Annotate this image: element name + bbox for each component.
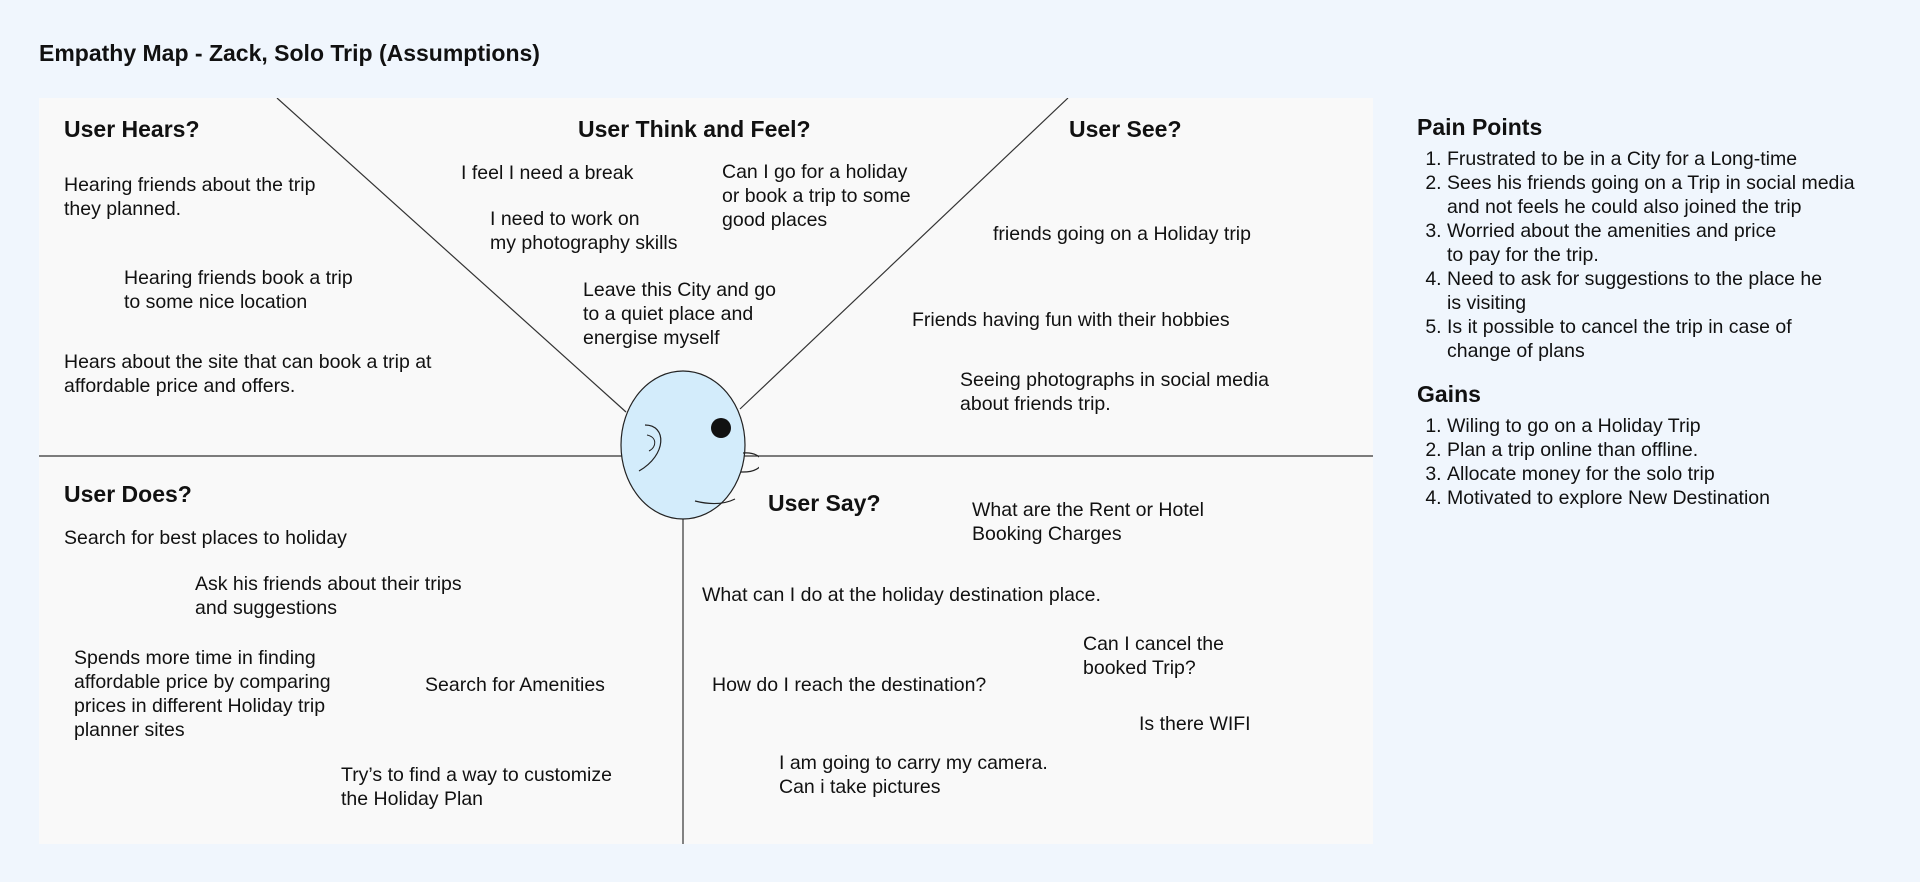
ear [638, 424, 662, 472]
ear-inner [646, 434, 656, 452]
note-see-3: Seeing photographs in social media about… [960, 369, 1269, 415]
note-say-6: I am going to carry my camera. Can i tak… [779, 752, 1048, 798]
nose [740, 452, 759, 473]
note-does-5: Try’s to find a way to customize the Hol… [341, 764, 612, 810]
note-think-4: Leave this City and go to a quiet place … [583, 279, 776, 349]
section-user-see: User See? [1069, 116, 1182, 142]
pain-points-list: Frustrated to be in a City for a Long-ti… [1417, 147, 1907, 363]
gains-list: Wiling to go on a Holiday Trip Plan a tr… [1417, 414, 1907, 510]
note-hears-2: Hearing friends book a trip to some nice… [124, 267, 353, 313]
divider-diagonal-left [276, 98, 627, 413]
note-say-4: How do I reach the destination? [712, 674, 987, 696]
note-say-1: What are the Rent or Hotel Booking Charg… [972, 499, 1204, 545]
eye [711, 418, 731, 438]
summary-panel: Pain Points Frustrated to be in a City f… [1417, 114, 1907, 528]
pain-points-heading: Pain Points [1417, 114, 1543, 140]
gain-item: Allocate money for the solo trip [1447, 462, 1907, 486]
mouth [694, 498, 736, 505]
section-user-does: User Does? [64, 481, 192, 507]
divider-diagonal-right [739, 98, 1069, 410]
pain-point-item: Is it possible to cancel the trip in cas… [1447, 315, 1907, 363]
pain-point-item: Sees his friends going on a Trip in soci… [1447, 171, 1907, 219]
head-outline [620, 370, 746, 520]
note-say-3: Can I cancel the booked Trip? [1083, 633, 1224, 679]
gain-item: Motivated to explore New Destination [1447, 486, 1907, 510]
gain-item: Plan a trip online than offline. [1447, 438, 1907, 462]
note-hears-1: Hearing friends about the trip they plan… [64, 174, 316, 220]
section-user-say: User Say? [768, 490, 881, 516]
pain-point-item: Frustrated to be in a City for a Long-ti… [1447, 147, 1907, 171]
empathy-map-canvas: User Hears? User Think and Feel? User Se… [39, 98, 1373, 844]
note-think-2: Can I go for a holiday or book a trip to… [722, 161, 911, 231]
note-does-3: Spends more time in finding affordable p… [74, 647, 331, 741]
section-user-think-feel: User Think and Feel? [578, 116, 811, 142]
note-see-1: friends going on a Holiday trip [993, 223, 1251, 245]
note-does-1: Search for best places to holiday [64, 527, 347, 549]
pain-point-item: Need to ask for suggestions to the place… [1447, 267, 1907, 315]
note-think-3: I need to work on my photography skills [490, 208, 678, 254]
note-hears-3: Hears about the site that can book a tri… [64, 351, 432, 397]
head-icon [620, 370, 759, 520]
note-does-2: Ask his friends about their trips and su… [195, 573, 462, 619]
gains-heading: Gains [1417, 381, 1481, 407]
page-title: Empathy Map - Zack, Solo Trip (Assumptio… [39, 40, 540, 66]
note-say-5: Is there WIFI [1139, 713, 1251, 735]
section-user-hears: User Hears? [64, 116, 200, 142]
note-does-4: Search for Amenities [425, 674, 605, 696]
pain-point-item: Worried about the amenities and price to… [1447, 219, 1907, 267]
gain-item: Wiling to go on a Holiday Trip [1447, 414, 1907, 438]
note-say-2: What can I do at the holiday destination… [702, 584, 1101, 606]
note-see-2: Friends having fun with their hobbies [912, 309, 1230, 331]
note-think-1: I feel I need a break [461, 162, 634, 184]
